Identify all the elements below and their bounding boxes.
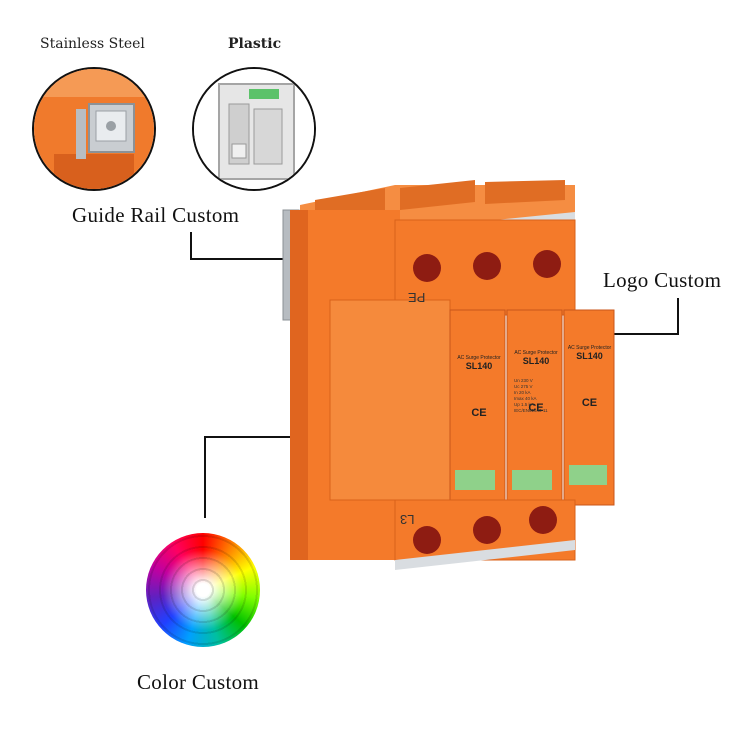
logo-custom-label: Logo Custom	[603, 268, 722, 292]
module-ce-mark: CE	[471, 407, 487, 419]
color-wheel-icon	[146, 533, 260, 647]
module-model: SL140	[522, 356, 550, 366]
stainless-rail-image	[34, 69, 154, 189]
plastic-thumbnail	[192, 67, 316, 191]
color-wheel-ring	[146, 533, 260, 647]
guide-rail-leader-vertical	[190, 232, 192, 260]
spec-standard: IEC/EN61643-11	[514, 408, 548, 413]
color-custom-label: Color Custom	[137, 670, 260, 694]
module-label-2: AC Surge Protector SL140 CE	[511, 350, 561, 414]
plastic-title: Plastic	[228, 36, 282, 52]
spec-row: Imax 40 kA	[514, 396, 537, 401]
spec-row: Uc 275 V	[514, 384, 533, 389]
module-header: AC Surge Protector	[567, 345, 612, 351]
module-ce-mark: CE	[528, 402, 544, 414]
plastic-rail-image	[194, 69, 314, 189]
logo-leader-horizontal	[604, 333, 679, 335]
module-label-3: AC Surge Protector SL140 CE	[567, 345, 612, 409]
surge-protector-image	[275, 170, 620, 590]
module-header: AC Surge Protector	[514, 350, 558, 356]
stainless-steel-title: Stainless Steel	[40, 36, 145, 52]
terminal-label-pe: PE	[408, 290, 426, 305]
color-leader-vertical	[204, 436, 206, 518]
module-ce-mark: CE	[581, 397, 598, 409]
spec-row: Un 230 V	[514, 378, 533, 383]
module-label-1: AC Surge Protector SL140 CE	[454, 355, 504, 419]
guide-rail-custom-label: Guide Rail Custom	[72, 203, 240, 227]
module-header: AC Surge Protector	[457, 355, 501, 361]
logo-leader-vertical	[677, 298, 679, 335]
module-specs: Un 230 V Uc 275 V In 20 kA Imax 40 kA Up…	[514, 378, 560, 414]
spec-row: Up 1.5 kA	[514, 402, 534, 407]
guide-rail-leader-horizontal	[190, 258, 286, 260]
terminal-label-l3: L3	[400, 512, 415, 527]
stainless-steel-thumbnail	[32, 67, 156, 191]
module-group	[449, 309, 615, 506]
color-leader-horizontal	[204, 436, 354, 438]
module-model: SL140	[465, 361, 493, 371]
spec-row: In 20 kA	[514, 390, 531, 395]
module-model: SL140	[576, 351, 603, 361]
